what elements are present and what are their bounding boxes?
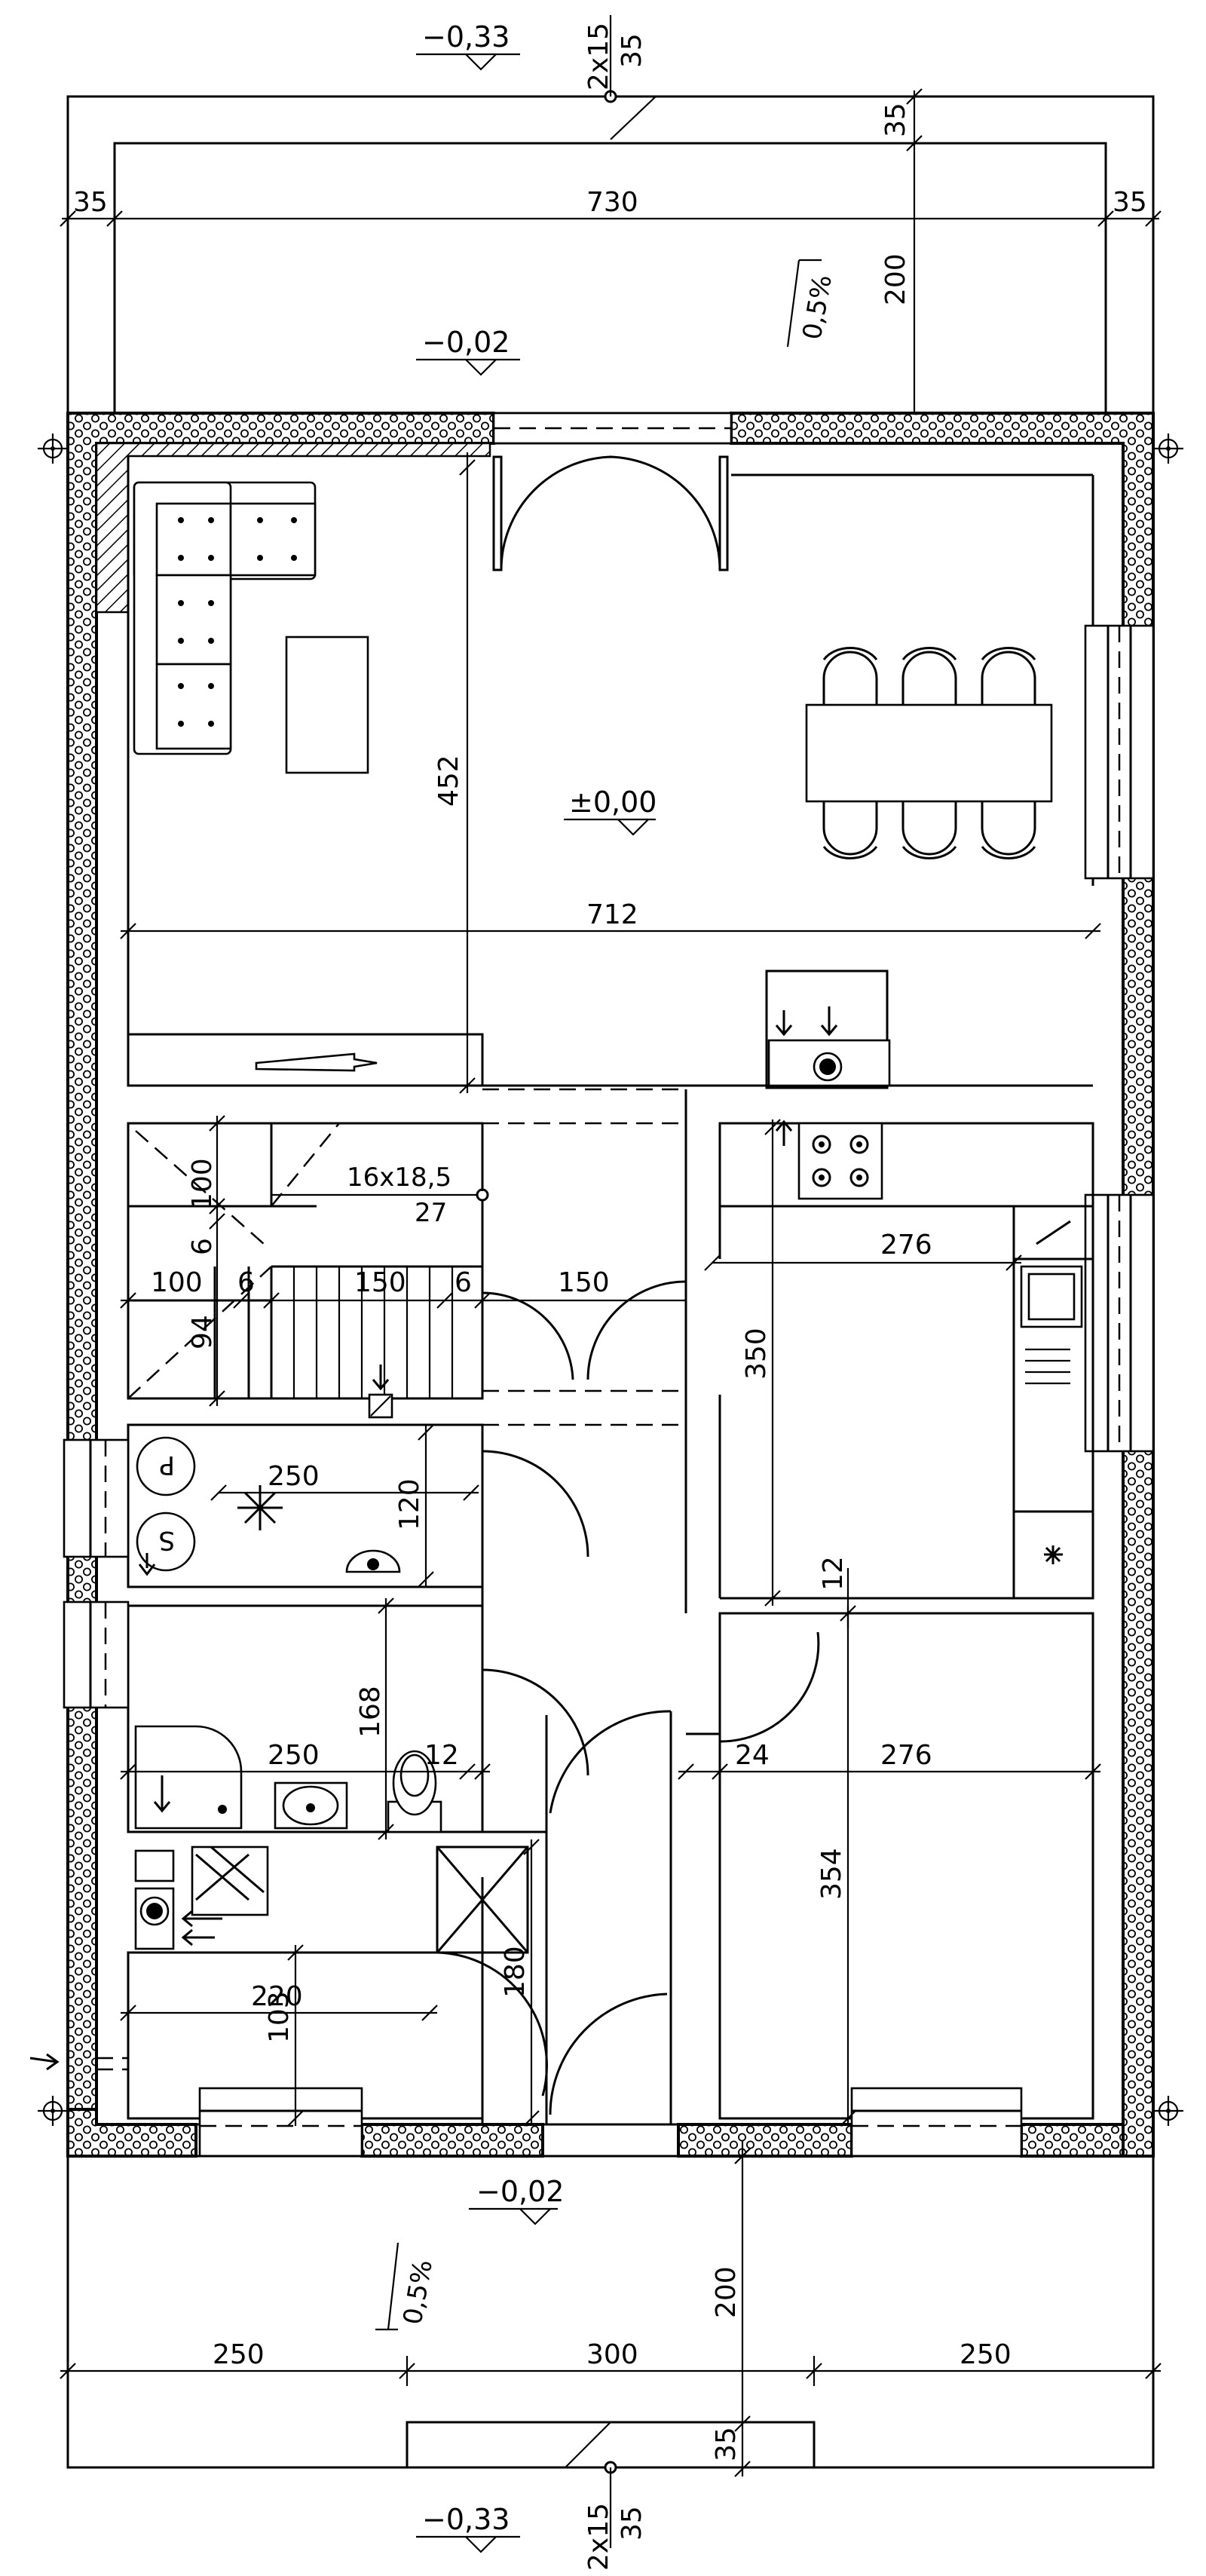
dim-stair-94: 94 xyxy=(187,1315,218,1349)
dim-bottom-250-right: 250 xyxy=(960,2339,1012,2370)
dim-stair-6b: 6 xyxy=(455,1267,472,1298)
dim-top-vert-35: 35 xyxy=(880,103,911,137)
dim-stair-100-h: 100 xyxy=(151,1267,203,1298)
dim-utility-250: 250 xyxy=(268,1461,320,1492)
coffee-table xyxy=(285,636,369,774)
dim-bath-250: 250 xyxy=(268,1740,320,1771)
boiler-lower: S xyxy=(158,1525,175,1555)
bathroom xyxy=(63,1600,589,1833)
dim-top-depth: 35 200 xyxy=(880,88,923,429)
slope-bottom-label: 0,5% xyxy=(397,2258,438,2327)
bottom-steps-count: 2x15 xyxy=(583,2503,614,2571)
dim-stair-100-v: 100 xyxy=(187,1158,218,1210)
dim-top-left-35: 35 xyxy=(73,187,108,218)
slope-top: 0,5% xyxy=(786,259,838,348)
level-marker-bottom-terrace: −0,02 xyxy=(469,2175,564,2225)
dim-room-276: 276 xyxy=(880,1740,932,1771)
dim-room-left-bottom: 220 103 180 xyxy=(120,1839,540,2127)
level-bottom-terrace: −0,02 xyxy=(476,2175,564,2208)
window-right-lower xyxy=(1084,1193,1155,1453)
top-steps-count: 2x15 xyxy=(583,23,614,90)
dim-top-730: 730 xyxy=(586,187,638,218)
stair-27: 27 xyxy=(415,1198,447,1228)
dim-top-width: 35 730 35 xyxy=(60,187,1162,234)
dim-utility: 250 120 xyxy=(210,1424,479,1588)
level-floor: ±0,00 xyxy=(569,786,657,819)
top-steps-depth: 35 xyxy=(617,33,647,68)
dim-room2-220: 220 xyxy=(251,1981,303,2012)
dim-kitchen: 276 350 12 xyxy=(704,1119,1022,1628)
dim-room-354: 354 xyxy=(816,1848,847,1900)
dim-kitchen-276: 276 xyxy=(880,1230,932,1260)
axis-markers xyxy=(38,433,1183,2126)
dim-stair-6a: 6 xyxy=(237,1267,255,1298)
staircase: 16x18,5 27 xyxy=(127,1122,489,1400)
level-marker-floor: ±0,00 xyxy=(564,786,657,836)
utility-room: P S xyxy=(63,1365,589,1588)
level-marker-bottom-outer: −0,33 xyxy=(416,2503,520,2553)
sofa xyxy=(133,481,317,755)
boiler-upper: P xyxy=(159,1450,175,1480)
dim-bedroom: 24 276 354 xyxy=(678,1605,1101,2127)
dim-top-right-35: 35 xyxy=(1113,187,1147,218)
stair-spec: 16x18,5 xyxy=(347,1162,451,1193)
dim-utility-120: 120 xyxy=(394,1478,425,1530)
bedroom-right xyxy=(686,1612,1094,2158)
level-top-terrace: −0,02 xyxy=(422,326,510,359)
bottom-steps-label: 2x15 35 xyxy=(583,2503,647,2571)
dim-kitchen-12: 12 xyxy=(818,1556,849,1591)
bottom-steps-depth: 35 xyxy=(617,2506,647,2541)
dim-bottom-250-left: 250 xyxy=(213,2339,265,2370)
dim-bottom-vert-35: 35 xyxy=(711,2427,742,2461)
room-left-bottom xyxy=(29,1845,548,2158)
dim-bottom-width: 250 300 250 xyxy=(60,2339,1162,2386)
dim-bottom-300: 300 xyxy=(586,2339,638,2370)
dim-top-vert-200: 200 xyxy=(880,253,911,305)
hall-doors: 150 xyxy=(482,1267,687,1380)
level-marker-top-terrace: −0,02 xyxy=(416,326,520,376)
bottom-terrace xyxy=(66,2155,1155,2548)
sideboard xyxy=(127,1033,484,1087)
level-top-outer: −0,33 xyxy=(422,20,510,54)
dim-bath-12: 12 xyxy=(424,1740,459,1771)
terrace-door xyxy=(492,412,733,571)
dim-kitchen-350: 350 xyxy=(741,1328,772,1380)
dim-living: 452 712 xyxy=(120,452,1101,1094)
entrance-hall xyxy=(481,1587,672,2124)
dim-stairs: 100 6 94 100 6 150 6 xyxy=(120,1115,491,1407)
slope-bottom: 0,5% xyxy=(375,2242,439,2331)
dim-living-452: 452 xyxy=(433,755,464,807)
level-marker-top-outer: −0,33 xyxy=(416,20,520,71)
dim-bath: 250 12 168 xyxy=(120,1597,491,1840)
dining-table xyxy=(805,647,1053,859)
level-bottom-outer: −0,33 xyxy=(422,2503,510,2536)
kitchen xyxy=(684,969,1094,1613)
dim-room-24: 24 xyxy=(735,1740,770,1771)
slope-top-label: 0,5% xyxy=(797,273,837,342)
top-steps-label: 2x15 35 xyxy=(583,23,647,90)
hall-openings xyxy=(481,1088,686,1426)
dim-room2-103: 103 xyxy=(264,1991,295,2043)
dim-room2-180: 180 xyxy=(500,1946,531,1998)
dim-living-712: 712 xyxy=(586,899,638,930)
dim-hall-150: 150 xyxy=(558,1267,610,1298)
dim-bottom-depth: 200 35 xyxy=(711,2141,751,2477)
window-right-upper xyxy=(1084,624,1155,880)
dim-bottom-vert-200: 200 xyxy=(711,2266,742,2318)
dim-stair-150: 150 xyxy=(354,1267,406,1298)
dim-bath-168: 168 xyxy=(355,1686,386,1738)
dim-stair-6-v: 6 xyxy=(187,1238,218,1255)
